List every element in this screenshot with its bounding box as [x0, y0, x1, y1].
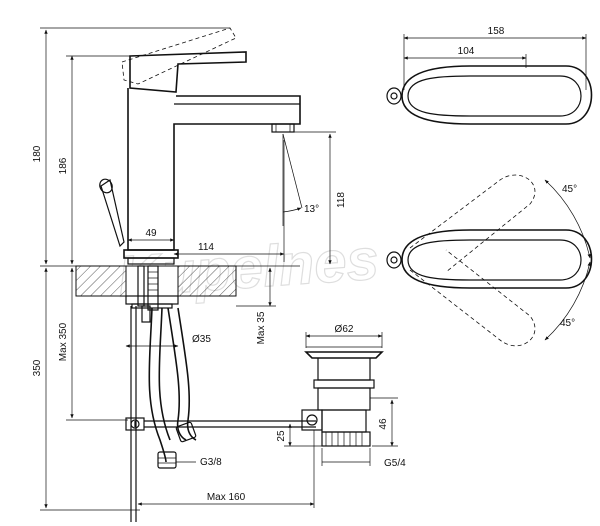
dim-drain-diameter: Ø62: [335, 324, 354, 335]
dim-max-thickness: Max 35: [256, 311, 267, 344]
dim-spout-height: 118: [336, 192, 347, 208]
lever-rotation-view: [386, 174, 593, 347]
dim-drain-thread: G5/4: [384, 458, 406, 469]
dim-body-height: 186: [58, 157, 69, 174]
dim-lever-body: 104: [458, 46, 475, 57]
mounting-assembly: [125, 265, 179, 522]
lever-top-view: [386, 65, 593, 125]
dim-total-height: 180: [32, 145, 43, 162]
drain-linkage: [125, 417, 316, 431]
dim-pipe-diameter: Ø35: [192, 334, 211, 345]
dim-spout-reach: 114: [198, 242, 214, 253]
dim-installed-depth: 350: [32, 359, 43, 376]
dim-spout-angle: 13°: [304, 204, 319, 215]
dim-drain-offset: 25: [276, 430, 287, 442]
dim-rotation-top: 45°: [562, 184, 577, 195]
flexible-hoses: [148, 307, 197, 469]
faucet-side-view: [99, 27, 301, 265]
dim-max-depth: Max 350: [58, 322, 69, 361]
dim-max-rod-length: Max 160: [207, 492, 246, 503]
dim-rotation-bottom: 45°: [560, 318, 575, 329]
popup-waste: [301, 346, 384, 447]
dim-lever-length: 158: [488, 26, 505, 37]
dim-drain-height: 46: [378, 418, 389, 430]
dimension-lines: [40, 27, 587, 511]
dim-hose-thread: G3/8: [200, 457, 222, 468]
dim-base-offset: 49: [145, 228, 157, 239]
